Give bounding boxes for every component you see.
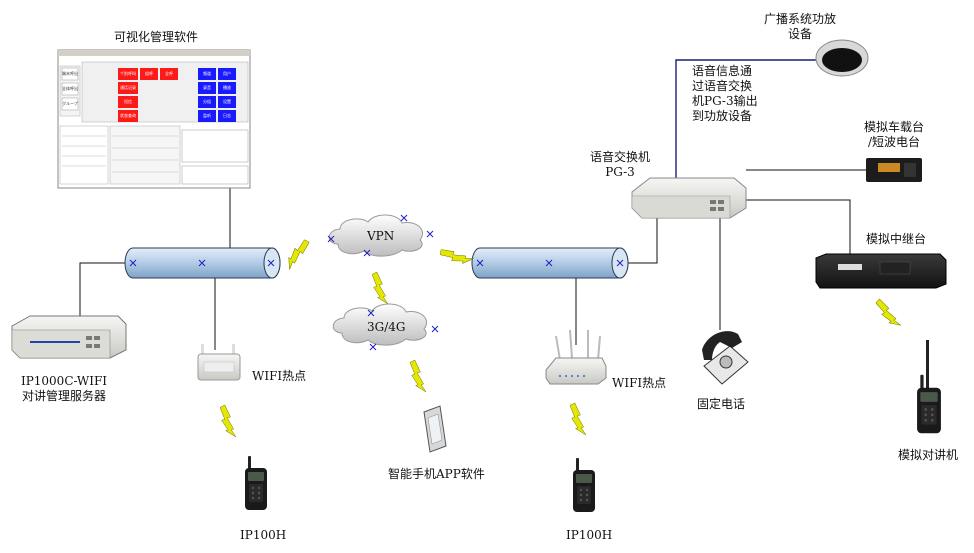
app-label: 智能手机APP软件: [388, 467, 485, 481]
blue-button-label: 用户: [223, 71, 231, 76]
voice-note-line: 语音信息通: [692, 64, 753, 78]
red-button-label: 短信: [124, 99, 132, 104]
vehicle-radio-device: [866, 158, 922, 182]
broadcast-link: [675, 59, 820, 178]
red-button-label: 全呼: [165, 71, 173, 76]
right-network-pipe: [471, 247, 629, 279]
blue-buttons: [198, 68, 236, 122]
left-tab[interactable]: グループ: [62, 101, 78, 106]
pg3-label: 语音交换机 PG-3: [589, 150, 651, 179]
voice-note-line: 过语音交换: [692, 79, 753, 93]
left-tab[interactable]: 端末呼出: [62, 71, 78, 76]
ip100h-right-label: IP100H: [566, 528, 613, 542]
smartphone-device: [423, 405, 447, 453]
software-screen-text: 个别呼叫 组呼 全呼 通话记录 短信 状态查询: [118, 68, 180, 122]
wifi-hotspot-left-device: [197, 344, 241, 381]
red-button-label: 状态查询: [120, 113, 136, 118]
red-button-label: 通话记录: [120, 85, 136, 90]
blue-button-label: 监听: [203, 113, 211, 118]
server-label: IP1000C-WIFI 对讲管理服务器: [20, 374, 108, 403]
analog-radio-device: [917, 340, 941, 434]
desk-phone-device: [702, 331, 749, 385]
software-left-tabs: 端末呼出 全体呼出 グループ: [62, 68, 78, 113]
wifi-left-label: WIFI热点: [252, 369, 307, 383]
ip1000c-server-device: [11, 315, 127, 359]
red-buttons: [118, 68, 178, 122]
red-button-label: 个别呼叫: [120, 71, 136, 76]
connection-lines: [79, 169, 880, 350]
voice-note-line: 机PG-3输出: [692, 94, 758, 108]
ip100h-left-label: IP100H: [240, 528, 287, 542]
vpn-label: VPN: [367, 229, 395, 243]
blue-button-label: 分组: [203, 99, 211, 104]
wifi-hotspot-right-device: [545, 329, 607, 385]
management-software-window: [57, 49, 251, 189]
pg3-voice-switch-device: [631, 177, 747, 219]
ip100h-right-radio: [573, 458, 595, 512]
software-screen-blue-text: 频道 用户 录音 播放 分组 设置 监听 日志: [198, 68, 238, 122]
blue-button-label: 录音: [203, 85, 211, 90]
vehicle-radio-label: 模拟车载台 /短波电台: [863, 120, 925, 149]
broadcast-amplifier-device: [815, 39, 869, 77]
blue-button-label: 播放: [223, 85, 231, 90]
ip100h-left-radio: [245, 456, 267, 510]
software-label: 可视化管理软件: [113, 30, 199, 44]
repeater-label: 模拟中继台: [866, 232, 927, 246]
voice-note: 语音信息通 过语音交换 机PG-3输出 到功放设备: [692, 64, 758, 124]
wifi-right-label: WIFI热点: [612, 376, 667, 390]
red-button-label: 组呼: [145, 71, 153, 76]
selection-markers: [129, 214, 624, 351]
repeater-device: [815, 253, 947, 289]
blue-button-label: 频道: [203, 71, 211, 76]
left-tab[interactable]: 全体呼出: [62, 86, 78, 91]
voice-note-line: 到功放设备: [692, 109, 753, 123]
analog-radio-label: 模拟对讲机: [898, 448, 959, 462]
phone-label: 固定电话: [697, 397, 746, 411]
cellular-label: 3G/4G: [367, 320, 406, 334]
cellular-cloud: [332, 303, 428, 346]
blue-button-label: 设置: [223, 99, 231, 104]
broadcast-label: 广播系统功放 设备: [763, 12, 837, 41]
blue-button-label: 日志: [223, 113, 231, 118]
